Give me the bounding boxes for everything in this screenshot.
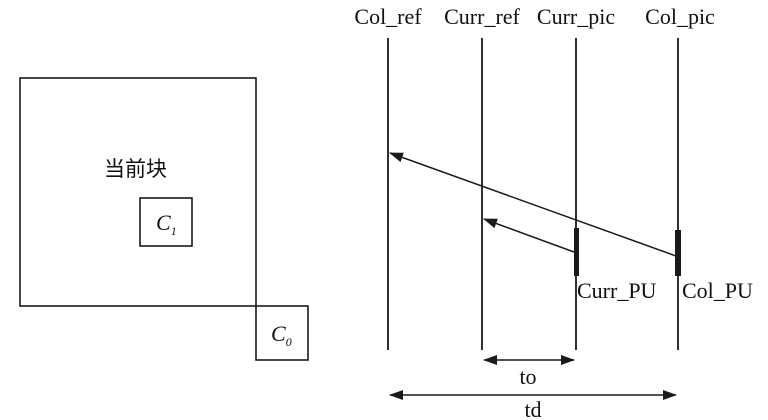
col-motion-vector (389, 152, 677, 257)
picture-label-curr-pic: Curr_pic (537, 4, 615, 29)
curr-pu-label: Curr_PU (577, 278, 657, 303)
current-block-group: 当前块 C1 C0 (19, 77, 309, 361)
picture-label-col-pic: Col_pic (645, 4, 715, 29)
picture-label-curr-ref: Curr_ref (444, 4, 520, 29)
picture-timelines (387, 38, 679, 350)
td-distance-label: td (524, 397, 541, 420)
curr-pu-block (574, 228, 579, 276)
curr-scaled-motion-vector (483, 218, 575, 253)
candidate-c1-box (139, 197, 193, 247)
current-block (19, 77, 257, 307)
col-pu-block (675, 230, 681, 276)
candidate-c0-box (255, 305, 309, 361)
candidate-c1-label: C1 (156, 210, 177, 238)
current-block-label: 当前块 (104, 157, 167, 181)
candidate-c0-label: C0 (271, 321, 292, 349)
picture-labels: Col_ref Curr_ref Curr_pic Col_pic (354, 4, 715, 29)
col-pu-label: Col_PU (682, 278, 753, 303)
to-distance-label: to (519, 364, 536, 389)
picture-label-col-ref: Col_ref (354, 4, 422, 29)
